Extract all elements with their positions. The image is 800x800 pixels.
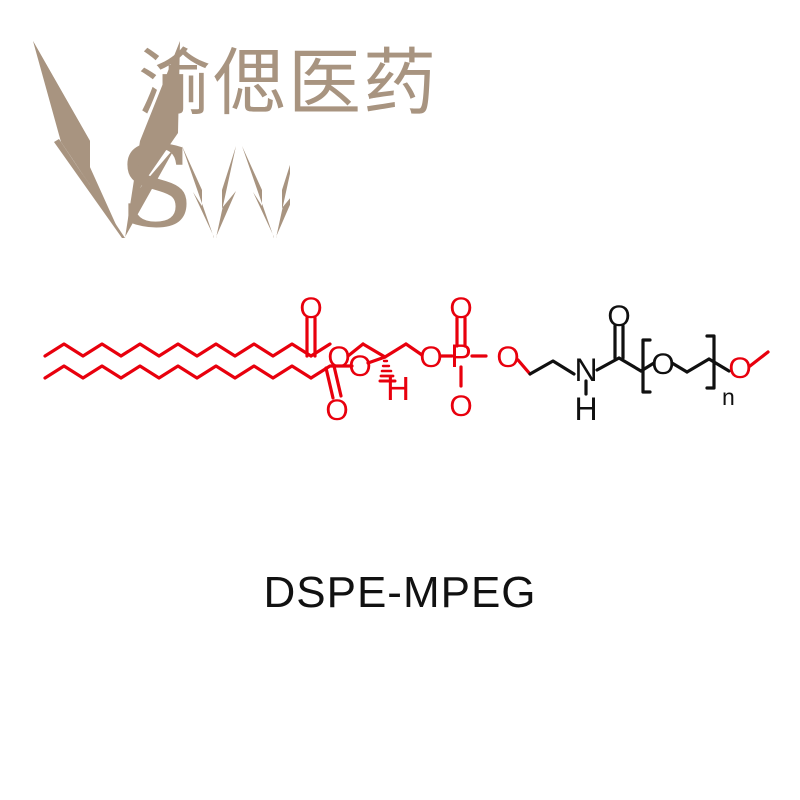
glycerol-c1-c2 xyxy=(361,342,387,359)
bracket-open xyxy=(641,338,652,394)
glycerol-c2-c3 xyxy=(383,342,408,359)
peg-ch2-ch2 xyxy=(685,357,711,374)
upper-esterO-to-glycerolC1 xyxy=(346,342,365,358)
logo-big-v-join xyxy=(54,139,125,238)
peg-to-terminal-O xyxy=(707,357,731,373)
structure-caption: DSPE-MPEG xyxy=(263,568,537,617)
terminalO-to-methyl xyxy=(748,350,770,368)
atom-label-terminal-O: O xyxy=(728,352,751,385)
atom-label-amide-N: N xyxy=(574,352,597,388)
lower-carbonyl-double-b xyxy=(332,364,343,398)
logo-letter-s: S xyxy=(118,123,195,238)
lower-ester-linkage xyxy=(309,364,354,380)
logo-small-v1-right xyxy=(216,146,236,238)
upper-acyl-chain xyxy=(43,342,313,358)
logo-big-v-upper-left xyxy=(33,41,90,185)
atom-label-lower-ester-O: O xyxy=(348,350,371,383)
logo-big-v-right-blade xyxy=(125,141,176,238)
atom-label-upper-carbonyl-O: O xyxy=(299,292,322,325)
chemical-structure-dspe-mpeg: O O O O H O P O O O N H O O O n xyxy=(43,292,770,427)
v-s-v-v-logo-mark: S xyxy=(33,41,290,238)
atom-label-stereo-H: H xyxy=(386,370,410,407)
logo-small-v2-left xyxy=(242,146,274,238)
logo-small-v2-right xyxy=(276,164,290,238)
atom-label-glycerol-link-O: O xyxy=(419,341,442,374)
atom-label-phosphoryl-O: O xyxy=(449,292,472,325)
logo-small-v1-left xyxy=(182,146,214,238)
glycerol-c3-to-O xyxy=(404,342,424,357)
amideN-to-carbonylC xyxy=(595,356,621,372)
ethanolamine-backbone xyxy=(528,359,576,376)
atom-label-amide-carbonyl-O: O xyxy=(607,300,630,333)
structure-bonds-red xyxy=(43,316,532,400)
bracket-close xyxy=(705,334,716,390)
lower-esterO-to-glycerolC2 xyxy=(366,355,387,365)
atom-label-amide-N-H: H xyxy=(574,391,597,427)
logo-big-v-upper-right xyxy=(140,41,180,188)
structure-bonds-terminal-red xyxy=(748,350,770,368)
peg-O-to-ch2 xyxy=(670,361,689,374)
carbonylC-to-peg-ch2 xyxy=(617,356,643,373)
atom-label-phosphate-single-O: O xyxy=(449,390,472,423)
atom-label-group: O O O O H O P O O O N H O O O n xyxy=(299,292,751,427)
logo-wordmark: 渝偲医药 xyxy=(138,41,438,126)
company-logo: S 渝偲医药 xyxy=(30,38,450,248)
atom-label-phosphorus: P xyxy=(450,338,471,374)
repeat-unit-subscript-n: n xyxy=(722,384,735,410)
lower-acyl-chain xyxy=(43,364,313,380)
stereo-hash-wedge xyxy=(378,359,397,383)
phosphate-esterO-to-ch2 xyxy=(516,358,532,376)
atom-label-upper-ester-O: O xyxy=(327,341,350,374)
structure-bonds-black xyxy=(528,324,731,396)
atom-label-lower-carbonyl-O: O xyxy=(325,394,348,427)
atom-label-phosphate-ester-O: O xyxy=(496,341,519,374)
atom-label-peg-repeat-O: O xyxy=(651,348,674,381)
lower-carbonyl-double-a xyxy=(324,366,335,400)
